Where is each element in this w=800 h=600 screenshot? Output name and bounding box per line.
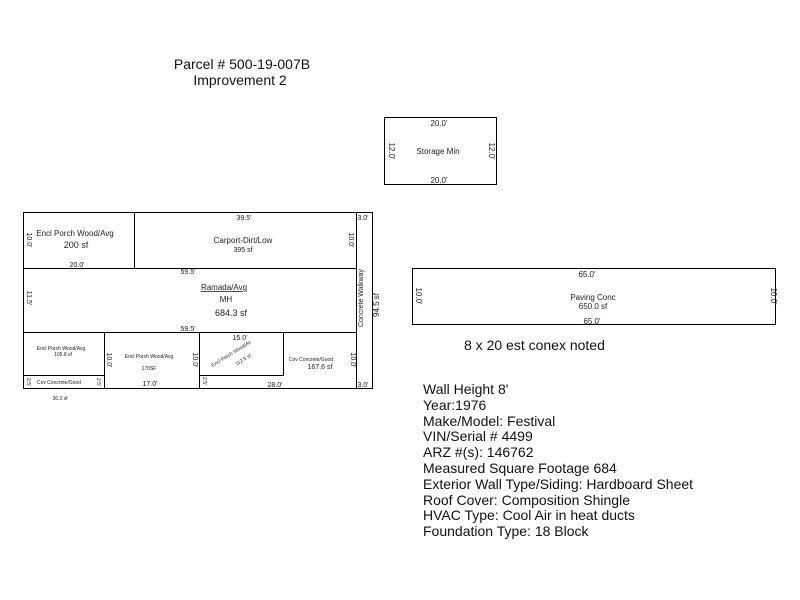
carport-height: 10.0' xyxy=(347,233,354,248)
bottom-right-width: 28.0' xyxy=(268,382,283,389)
walkway-name: Concrete Walkway xyxy=(358,268,365,327)
carport-name: Carport-Dirt/Low xyxy=(214,236,273,245)
carport-width: 39.5' xyxy=(237,215,252,222)
encl-porch-top-width: 20.0' xyxy=(70,262,85,269)
improvement-label: Improvement 2 xyxy=(193,72,287,88)
porch-b-area: 170SF xyxy=(142,366,157,372)
porch-c-top: 15.0' xyxy=(233,335,248,342)
carport-area: 395 sf xyxy=(233,247,252,254)
storage-right-dim: 12.0' xyxy=(487,142,496,160)
conex-note: 8 x 20 est conex noted xyxy=(464,337,605,353)
porch-c-height: 10.0' xyxy=(191,353,198,368)
encl-porch-top-name: Encl Porch Wood/Avg xyxy=(36,229,114,238)
info-line: Roof Cover: Composition Shingle xyxy=(423,491,630,508)
cov-concrete-left-dim: 2.5' xyxy=(25,378,31,386)
paving-name: Paving Conc xyxy=(570,293,615,302)
cov-concrete-right-name: Cov Concrete/Good xyxy=(289,357,333,363)
info-line: Foundation Type: 18 Block xyxy=(423,523,589,540)
porch-a-name: Encl Porch Wood/Avg xyxy=(37,346,86,352)
paving-left-dim: 10.0' xyxy=(414,287,423,305)
cov-concrete-left-area: 36.3 sf xyxy=(52,396,68,402)
info-line: Exterior Wall Type/Siding: Hardboard She… xyxy=(423,475,694,492)
encl-porch-top-area: 200 sf xyxy=(64,240,89,250)
ramada-width: 59.5' xyxy=(181,269,196,276)
info-line: VIN/Serial # 4499 xyxy=(423,428,533,445)
mh-area: 684.3 sf xyxy=(215,308,248,318)
cov-concrete-left-name: Cov Concrete/Good xyxy=(37,380,81,386)
right-bottom-dim: 3.0' xyxy=(357,382,368,389)
main-outline xyxy=(23,212,373,389)
info-block: Wall Height 8' Year:1976 Make/Model: Fes… xyxy=(423,381,694,540)
storage-top-dim: 20.0' xyxy=(430,119,448,128)
porch-b-name: Encl Porch Wood/Avg xyxy=(125,354,174,360)
paving-right-dim: 10.0' xyxy=(769,287,778,305)
encl-porch-top-height: 10.0' xyxy=(25,233,32,248)
paving-outline xyxy=(412,268,776,325)
info-line: HVAC Type: Cool Air in heat ducts xyxy=(423,507,635,524)
right-top-dim: 3.0' xyxy=(357,215,368,222)
storage-left-dim: 12.0' xyxy=(387,142,396,160)
bottom-width: 59.5' xyxy=(181,326,196,333)
info-line: Measured Square Footage 684 xyxy=(423,459,617,476)
ramada-name: Ramada/Avg xyxy=(201,283,247,292)
info-line: Make/Model: Festival xyxy=(423,412,556,429)
mh-name: MH xyxy=(220,295,233,304)
mh-height: 11.5' xyxy=(25,291,32,305)
porch-b-height: 10.0' xyxy=(105,353,112,368)
info-line: Year:1976 xyxy=(423,396,487,413)
storage-name: Storage Min xyxy=(416,147,459,156)
porch-b-width: 17.0' xyxy=(143,381,158,388)
porch-c-area: 112.5 sf xyxy=(234,353,252,368)
small-dim: 2.5' xyxy=(201,377,207,385)
walkway-area: 94.5 sf xyxy=(372,292,381,317)
info-line: ARZ #(s): 146762 xyxy=(423,444,534,461)
cov-concrete-right-height: 10.0' xyxy=(349,353,356,368)
porch-a-area: 105.8 sf xyxy=(54,352,72,358)
paving-bottom-dim: 65.0' xyxy=(583,317,601,326)
cov-concrete-right-dim: 2.5' xyxy=(95,378,101,386)
parcel-number: Parcel # 500-19-007B xyxy=(173,56,311,72)
cov-concrete-right-area: 167.6 sf xyxy=(308,364,333,371)
paving-top-dim: 65.0' xyxy=(578,270,596,279)
storage-outline xyxy=(384,117,497,185)
info-line: Wall Height 8' xyxy=(423,381,509,397)
paving-area: 650.0 sf xyxy=(579,302,608,311)
storage-bottom-dim: 20.0' xyxy=(430,176,448,185)
